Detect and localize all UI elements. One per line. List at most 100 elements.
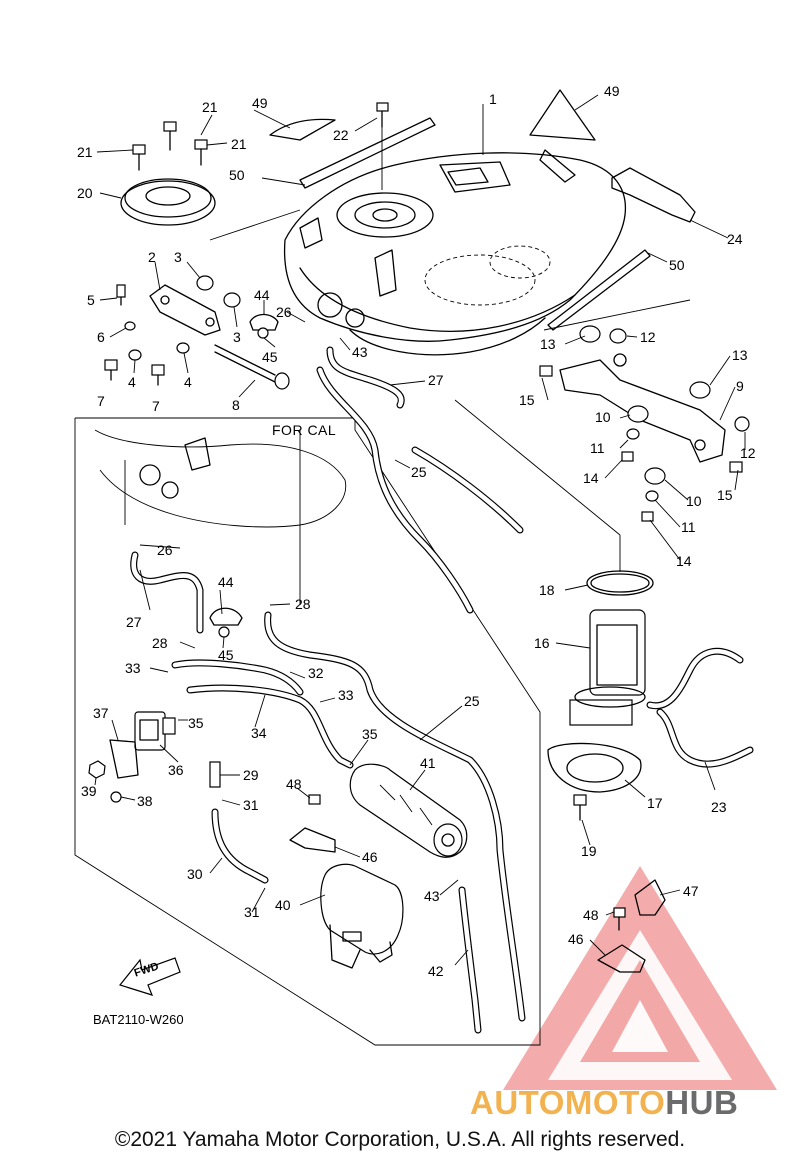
- hose-stub-top: [411, 446, 524, 534]
- label-37: 37: [93, 705, 109, 721]
- bolt-15-a: [539, 365, 553, 377]
- bolt-14-b: [641, 511, 654, 522]
- label-21-top: 21: [202, 99, 218, 115]
- watermark-text: AUTOMOTOHUB: [470, 1084, 738, 1122]
- sensor-5: [116, 284, 126, 306]
- label-7-right: 7: [152, 398, 160, 414]
- callout-hose-34: [186, 684, 354, 769]
- label-25-callout: 25: [464, 693, 480, 709]
- bolt-4-a: [128, 349, 142, 361]
- bolt-15-b: [729, 461, 743, 473]
- bolt-19: [573, 794, 587, 821]
- label-36: 36: [168, 762, 184, 778]
- label-4-left: 4: [128, 374, 136, 390]
- label-26-top: 26: [276, 304, 292, 320]
- callout-bolt-45: [218, 626, 230, 638]
- washer-6: [124, 321, 136, 331]
- label-50-right: 50: [669, 257, 685, 273]
- watermark-part-moto: MOTO: [564, 1084, 666, 1121]
- label-48-callout: 48: [286, 776, 302, 792]
- label-44-top: 44: [254, 287, 270, 303]
- nut-39: [88, 760, 106, 779]
- leader-lines: [94, 94, 746, 966]
- collar-11-b: [645, 490, 659, 502]
- label-31-bottom: 31: [244, 904, 260, 920]
- bolt-4-b: [176, 342, 190, 354]
- watermark-part-auto: AUTO: [470, 1084, 565, 1121]
- bracket-46-right: [597, 944, 646, 973]
- callout-hose-32: [171, 659, 304, 696]
- label-23: 23: [711, 799, 727, 815]
- seal-strip-50-upper: [299, 117, 436, 189]
- cover-40: [320, 863, 404, 969]
- cap-plate-20: [120, 178, 216, 226]
- label-49-right: 49: [604, 83, 620, 99]
- label-11-top: 11: [590, 440, 605, 456]
- label-13-right: 13: [732, 347, 748, 363]
- bolt-7-a: [104, 359, 118, 381]
- bolt-14-a: [621, 451, 634, 462]
- label-9: 9: [736, 378, 744, 394]
- label-8: 8: [232, 397, 240, 413]
- emblem-49-right: [529, 89, 596, 141]
- label-22: 22: [333, 127, 349, 143]
- emblem-49-left: [269, 118, 336, 141]
- bolt-48-right: [613, 907, 626, 931]
- label-3-top: 3: [174, 249, 182, 265]
- bracket-2: [149, 284, 221, 336]
- callout-hose-27: [130, 551, 204, 634]
- label-19: 19: [581, 843, 597, 859]
- callout-title: FOR CAL: [272, 422, 337, 438]
- label-39: 39: [81, 783, 97, 799]
- diagram-code: BAT2110-W260: [93, 1012, 184, 1027]
- watermark-triangle: [503, 866, 777, 1090]
- damper-3-b: [223, 292, 241, 308]
- label-6: 6: [97, 329, 105, 345]
- label-18: 18: [539, 582, 555, 598]
- label-27-top: 27: [428, 372, 444, 388]
- bracket-46-callout: [289, 827, 336, 853]
- label-5: 5: [87, 292, 95, 308]
- plate-17: [547, 742, 642, 793]
- label-7-left: 7: [97, 393, 105, 409]
- part-labels: 1 49 49 21 21 21 22 50 20 24 50 2 3 3 44…: [77, 83, 756, 979]
- canister-41: [349, 763, 468, 858]
- label-10-top: 10: [595, 409, 611, 425]
- damper-12-b: [734, 416, 750, 432]
- bolt-8: [214, 344, 290, 390]
- hose-27-top: [326, 346, 405, 409]
- label-28-right: 28: [295, 596, 311, 612]
- callout-hose-30: [211, 808, 269, 884]
- label-46-callout: 46: [362, 849, 378, 865]
- bolt-21-b: [163, 121, 177, 151]
- label-31-top: 31: [243, 797, 259, 813]
- label-33-left: 33: [125, 660, 141, 676]
- copyright-notice: ©2021 Yamaha Motor Corporation, U.S.A. A…: [114, 1128, 686, 1151]
- label-14-top: 14: [583, 470, 599, 486]
- fuel-pump-16: [569, 609, 646, 726]
- bolt-45-top: [257, 327, 269, 339]
- bracket-47: [634, 879, 666, 916]
- solenoid-valve-36: [134, 711, 176, 751]
- label-20: 20: [77, 185, 93, 201]
- label-30: 30: [187, 866, 203, 882]
- callout-hose-42: [458, 886, 482, 1034]
- callout-tank-sketch: [94, 429, 347, 528]
- label-35-right: 35: [362, 726, 378, 742]
- label-25-top: 25: [411, 464, 427, 480]
- label-45-callout: 45: [218, 647, 234, 663]
- label-40: 40: [275, 897, 291, 913]
- damper-12-a: [609, 328, 627, 344]
- damper-10-b: [644, 467, 666, 485]
- label-47: 47: [683, 883, 699, 899]
- fwd-arrow-icon: [118, 957, 181, 996]
- damper-13-a: [579, 325, 601, 343]
- damper-13-b: [689, 381, 711, 399]
- label-32: 32: [308, 665, 324, 681]
- label-35-left: 35: [188, 715, 204, 731]
- bolt-38: [110, 791, 122, 803]
- label-16: 16: [534, 635, 550, 651]
- label-15-left: 15: [519, 392, 535, 408]
- damper-10-a: [627, 405, 649, 423]
- bolt-48-callout: [308, 794, 321, 805]
